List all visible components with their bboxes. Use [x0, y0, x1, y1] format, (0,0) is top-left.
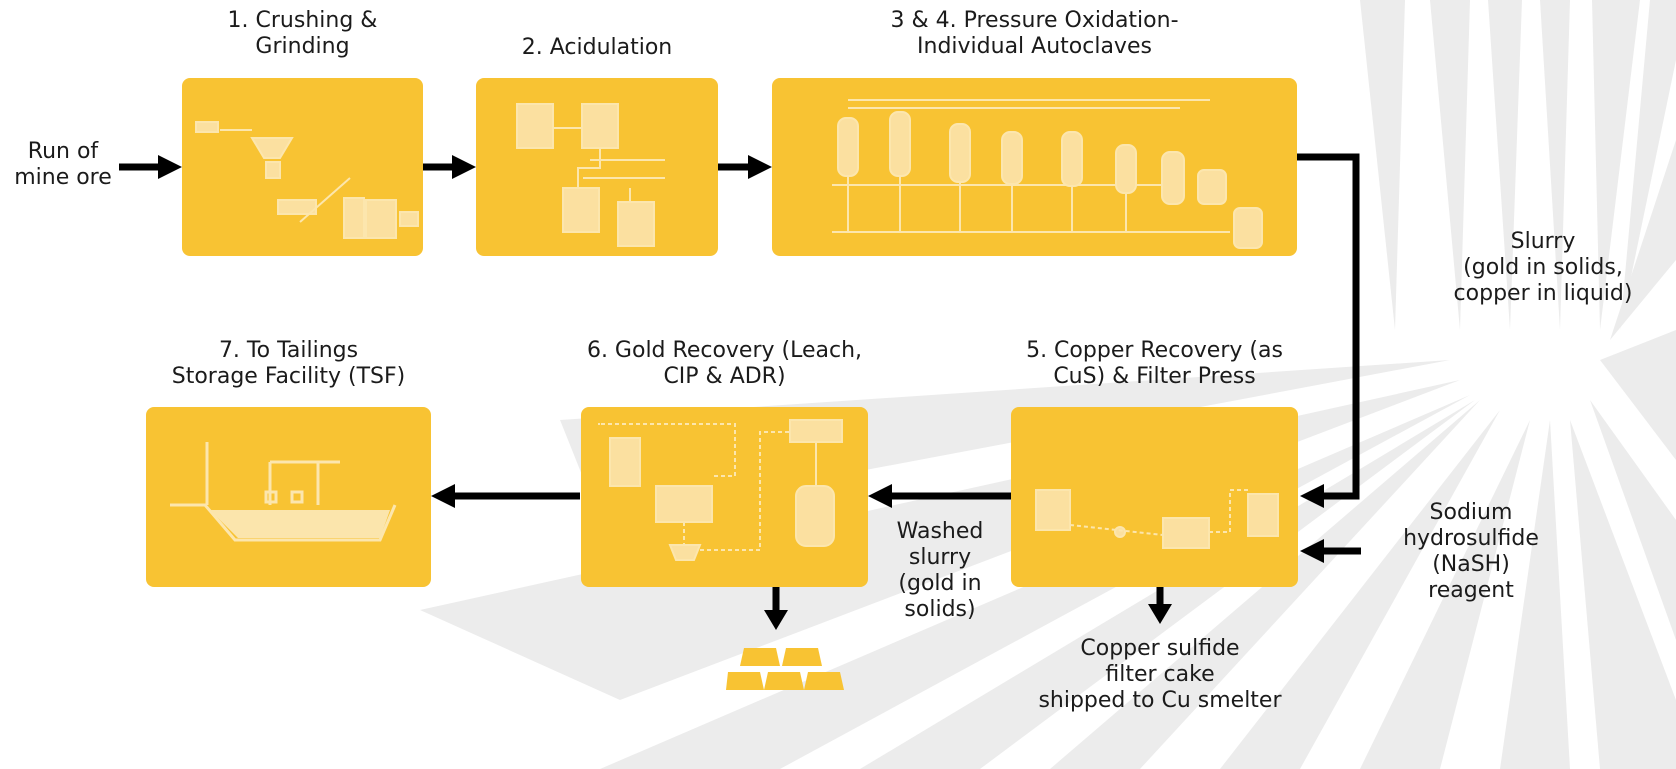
stage-34-line1: 3 & 4. Pressure Oxidation-	[890, 8, 1179, 33]
stage-6-line1: 6. Gold Recovery (Leach,	[586, 338, 863, 363]
tailings-pond-icon	[170, 442, 397, 542]
stage-1-line1: 1. Crushing &	[227, 8, 378, 33]
input-run-of-mine-label: Run of mine ore	[8, 139, 118, 191]
stage-5-line1: 5. Copper Recovery (as	[1026, 338, 1283, 363]
washed-slurry-label: Washed slurry (gold in solids)	[880, 519, 1000, 623]
stage-5-line2: CuS) & Filter Press	[1053, 364, 1256, 389]
reagent-label: Sodium hydrosulfide (NaSH) reagent	[1376, 500, 1566, 604]
copper-recovery-equipment-icon	[1035, 489, 1279, 549]
stage-34-label: 3 & 4. Pressure Oxidation- Individual Au…	[772, 8, 1297, 60]
run-of-mine-line2: mine ore	[14, 165, 112, 190]
stage-1-line2: Grinding	[255, 34, 350, 59]
slurry-line3: copper in liquid)	[1453, 281, 1633, 306]
stage-34-line2: Individual Autoclaves	[917, 34, 1152, 59]
run-of-mine-line1: Run of	[27, 139, 99, 164]
crusher-icon	[195, 121, 419, 239]
autoclave-train-icon	[832, 99, 1263, 249]
washed-line4: solids)	[904, 597, 976, 622]
slurry-line2: (gold in solids,	[1463, 255, 1623, 280]
stage-6-label: 6. Gold Recovery (Leach, CIP & ADR)	[571, 338, 878, 390]
stage-7-line2: Storage Facility (TSF)	[171, 364, 406, 389]
stage-1-label: 1. Crushing & Grinding	[182, 8, 423, 60]
washed-line2: slurry	[908, 545, 972, 570]
reagent-line2: hydrosulfide	[1403, 526, 1539, 551]
stage-5-label: 5. Copper Recovery (as CuS) & Filter Pre…	[1001, 338, 1308, 390]
acidulation-tanks-icon	[516, 103, 665, 247]
copper-cake-line3: shipped to Cu smelter	[1038, 688, 1282, 713]
reagent-line1: Sodium	[1429, 500, 1513, 525]
gold-recovery-equipment-icon	[598, 419, 843, 561]
box-tailings	[146, 407, 431, 587]
washed-line3: (gold in	[898, 571, 982, 596]
gold-bars-icon	[726, 648, 844, 690]
copper-cake-label: Copper sulfide filter cake shipped to Cu…	[1020, 636, 1300, 714]
stage-7-line1: 7. To Tailings	[218, 338, 359, 363]
stage-6-line2: CIP & ADR)	[663, 364, 786, 389]
reagent-line3: (NaSH)	[1432, 552, 1510, 577]
copper-cake-line1: Copper sulfide	[1080, 636, 1240, 661]
slurry-line1: Slurry	[1510, 229, 1576, 254]
stage-2-line1: 2. Acidulation	[521, 35, 673, 60]
slurry-label: Slurry (gold in solids, copper in liquid…	[1418, 229, 1668, 307]
reagent-line4: reagent	[1428, 578, 1514, 603]
stage-2-label: 2. Acidulation	[476, 35, 718, 61]
copper-cake-line2: filter cake	[1105, 662, 1215, 687]
washed-line1: Washed	[896, 519, 984, 544]
stage-7-label: 7. To Tailings Storage Facility (TSF)	[146, 338, 431, 390]
